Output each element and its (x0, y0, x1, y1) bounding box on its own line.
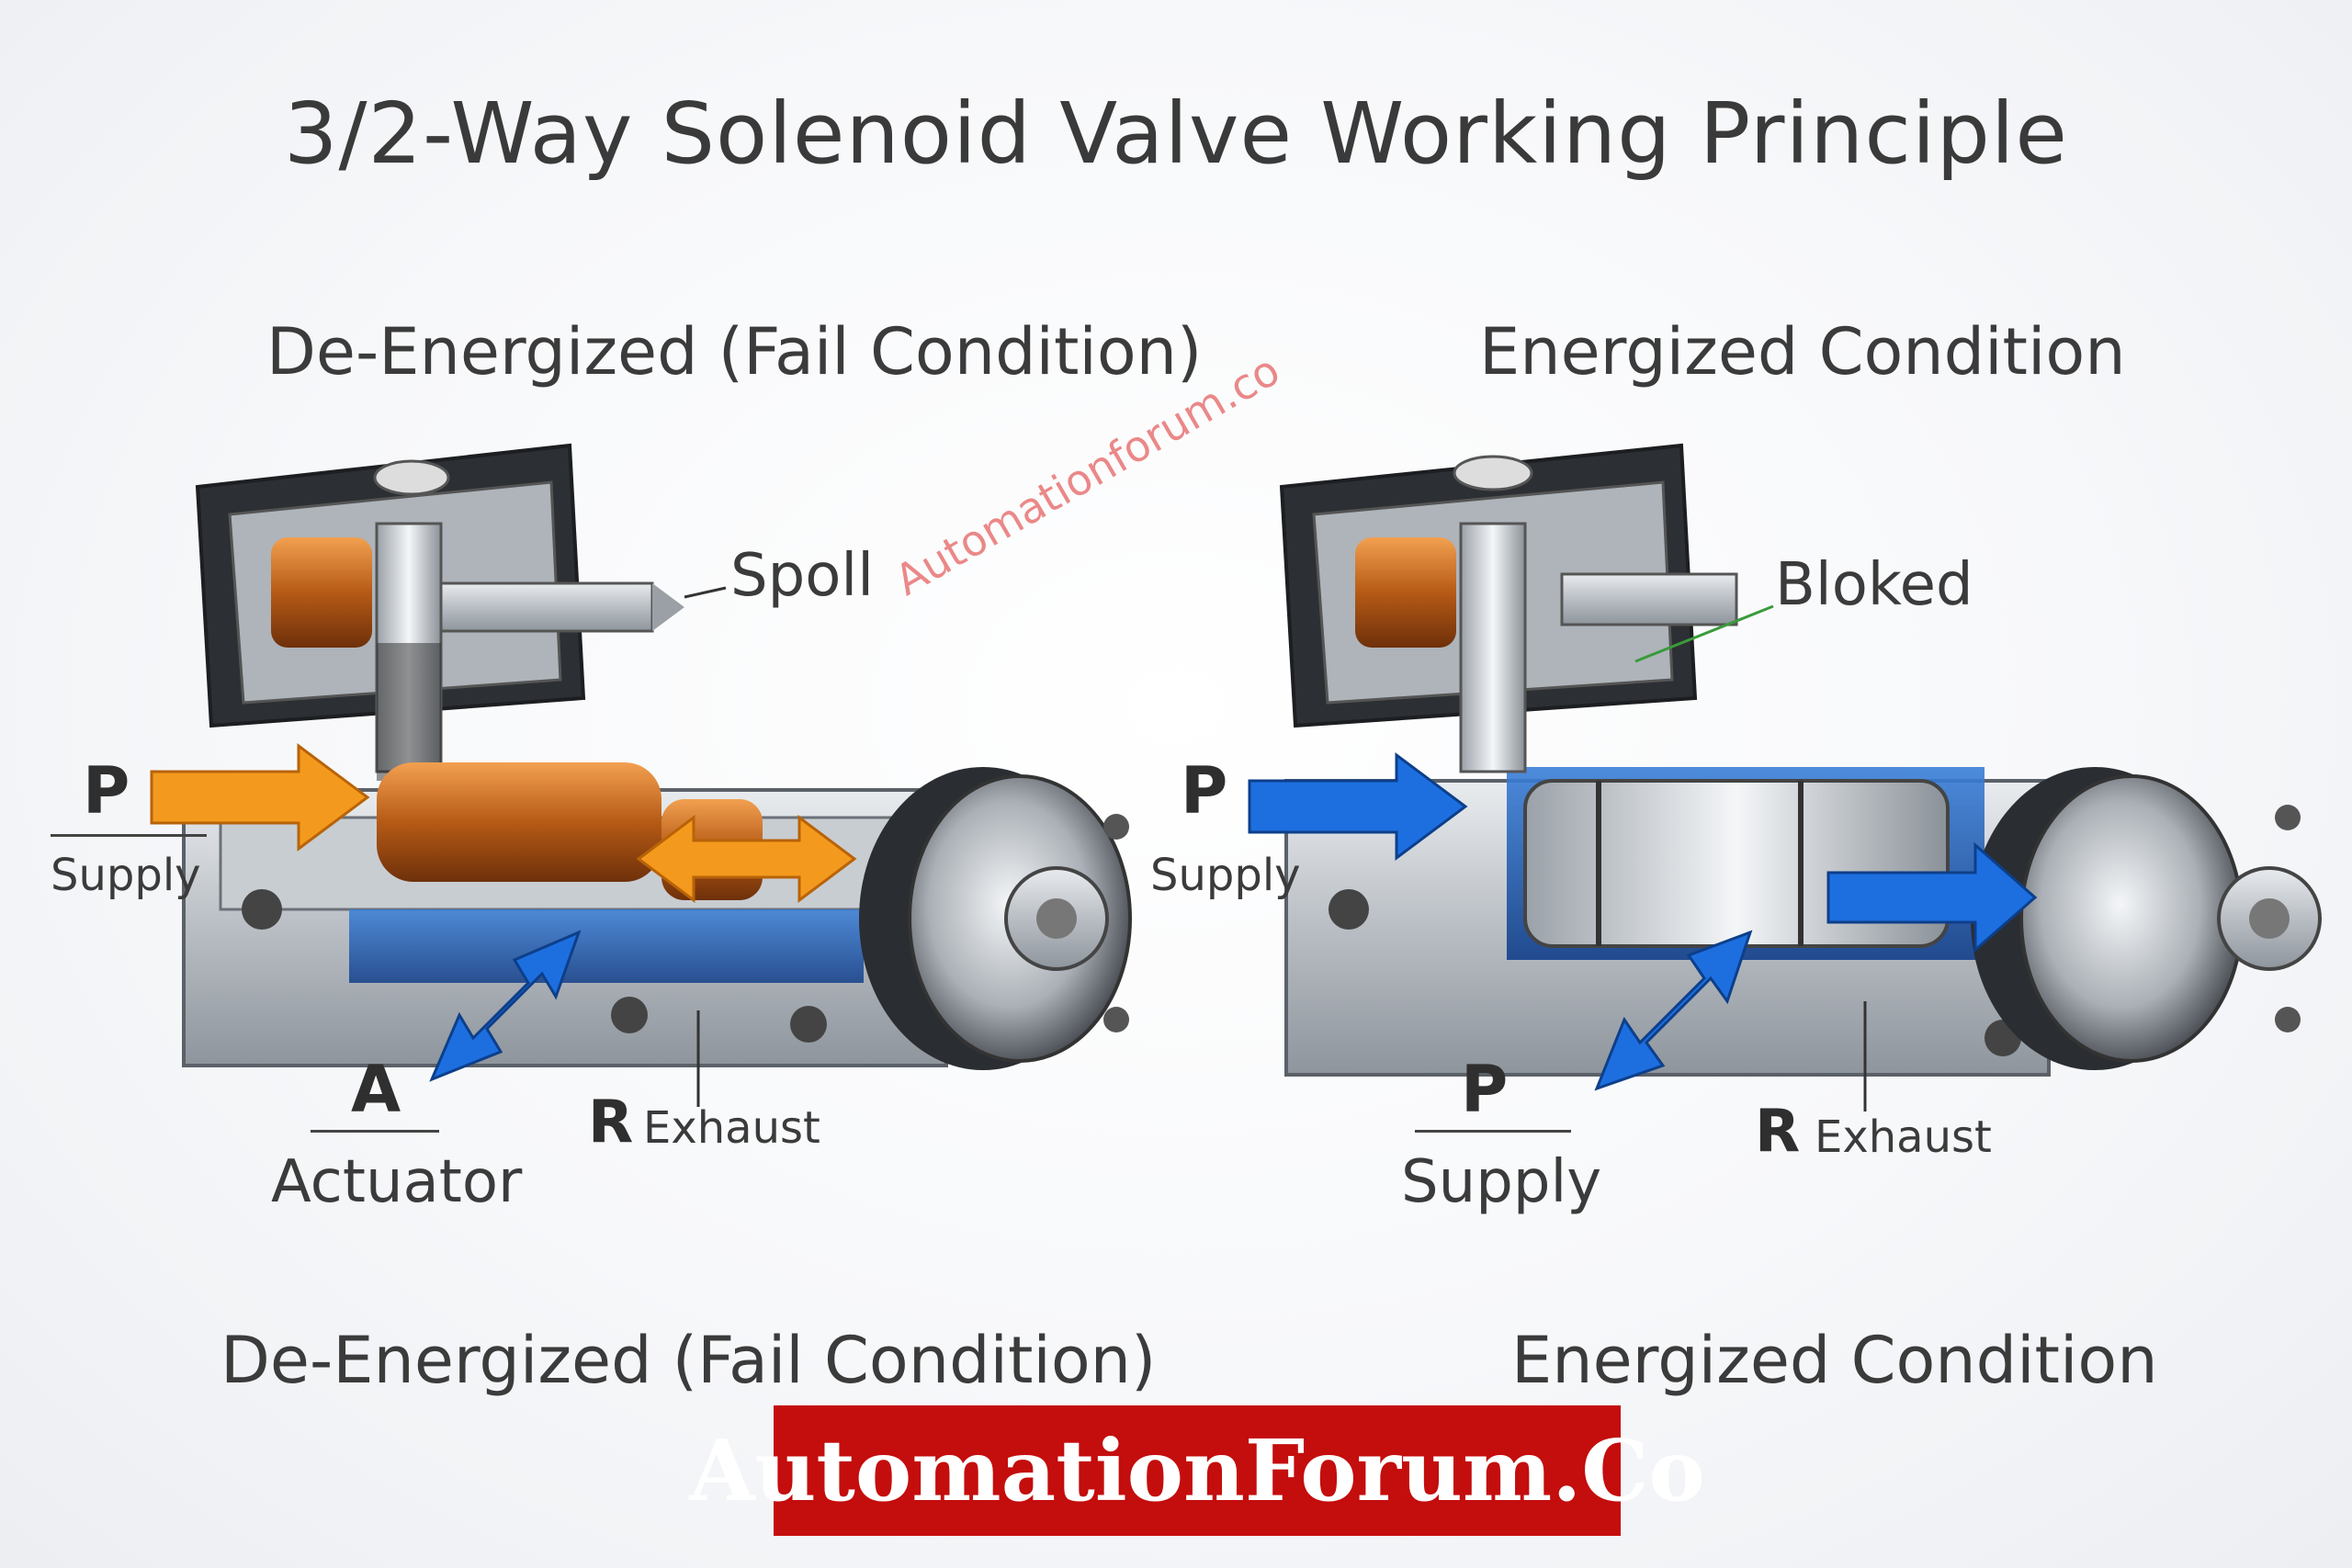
right-valve (1248, 443, 2322, 1111)
left-port-r-letter: R (588, 1089, 634, 1156)
left-callout: Spoll (730, 542, 874, 610)
right-port-r-letter: R (1755, 1098, 1801, 1166)
left-port-p-underline (51, 834, 207, 837)
left-port-a-letter: A (351, 1052, 401, 1127)
right-port-p2-underline (1415, 1130, 1571, 1133)
right-caption: Energized Condition (1511, 1323, 2158, 1398)
left-caption: De-Energized (Fail Condition) (220, 1323, 1157, 1398)
right-port-p-label: Supply (1150, 850, 1301, 901)
left-port-a-underline (311, 1130, 439, 1133)
left-port-p-letter: P (83, 753, 130, 829)
left-port-a-label: Actuator (271, 1148, 523, 1216)
left-heading: De-Energized (Fail Condition) (266, 314, 1203, 389)
page-title: 3/2-Way Solenoid Valve Working Principle (283, 85, 2069, 183)
right-heading: Energized Condition (1479, 314, 2126, 389)
left-port-r-label: Exhaust (643, 1102, 820, 1154)
brand-banner: AutomationForum.Co (689, 1405, 1705, 1536)
right-callout: Bloked (1775, 551, 1973, 619)
right-port-p-letter: P (1181, 753, 1228, 829)
right-port-p2-label: Supply (1401, 1148, 1602, 1216)
left-port-p-label: Supply (51, 850, 201, 901)
left-valve (150, 443, 1132, 1107)
right-port-p2-letter: P (1461, 1052, 1509, 1127)
right-port-r-label: Exhaust (1815, 1111, 1992, 1163)
